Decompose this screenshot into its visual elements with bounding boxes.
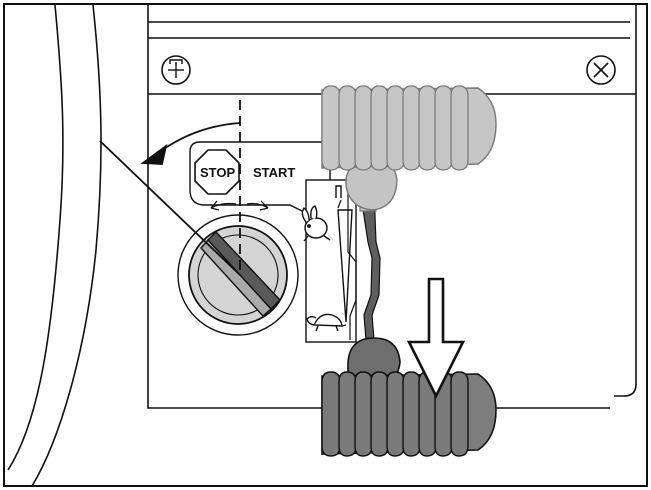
turtle-icon: [306, 313, 347, 332]
stop-sign-icon: [194, 149, 240, 195]
stop-label: STOP: [200, 165, 235, 180]
stop-reference-line: [99, 140, 241, 276]
arrow-down-icon: [406, 277, 466, 399]
housing-left: [7, 4, 102, 487]
rotation-indicator-icon: [210, 200, 269, 211]
mounting-plate: [147, 5, 637, 409]
throttle-lever-slow-position: [321, 337, 497, 457]
rotation-arrow-icon: [140, 122, 241, 165]
screw-left: [161, 55, 191, 85]
screw-right: [586, 55, 616, 85]
rabbit-icon: [301, 205, 331, 242]
start-label: START: [253, 165, 295, 180]
throttle-lever-fast-position: [321, 85, 497, 212]
